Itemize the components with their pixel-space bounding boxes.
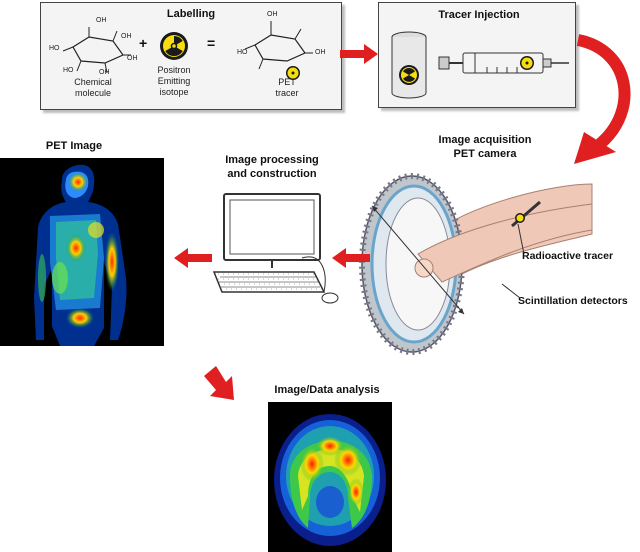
processing-title-line1: Image processing <box>225 154 319 166</box>
equals-sign: = <box>207 35 216 51</box>
radioactive-tracer-label: Radioactive tracer <box>522 250 614 262</box>
arrow-to-processing <box>332 248 370 268</box>
injection-panel: Tracer Injection <box>378 2 576 108</box>
pet-scanner-ring <box>359 173 593 355</box>
arrow-to-pet-image <box>174 248 212 268</box>
syringe-icon <box>438 52 569 74</box>
injection-title: Tracer Injection <box>438 9 520 21</box>
analysis-title: Image/Data analysis <box>274 384 380 396</box>
tracer-caption: PET tracer <box>275 77 299 98</box>
acquisition-title-line2: PET camera <box>453 148 517 160</box>
oh-label: OH <box>99 69 110 76</box>
brain-pet-image <box>268 402 392 552</box>
ho-label: HO <box>63 67 74 74</box>
oh-label: OH <box>127 55 138 62</box>
acquisition-title-line1: Image acquisition <box>438 134 532 146</box>
plus-sign: + <box>139 35 148 51</box>
processing-title-line2: and construction <box>227 168 317 180</box>
molecule-caption: Chemical molecule <box>74 77 112 98</box>
ho-label: HO <box>49 45 60 52</box>
pet-scan-image <box>0 158 164 346</box>
ho-label: HO <box>237 49 248 56</box>
arrow-to-injection <box>340 44 378 64</box>
labelling-title: Labelling <box>166 8 216 20</box>
pet-image-title: PET Image <box>45 140 103 152</box>
arrow-to-analysis <box>204 366 234 400</box>
oh-label: OH <box>121 33 132 40</box>
pet-tracer-molecule-icon <box>244 21 313 80</box>
oh-label: OH <box>96 17 107 24</box>
oh-label: OH <box>267 11 278 18</box>
vial-icon <box>391 31 427 99</box>
computer-icon <box>212 193 339 304</box>
curved-arrow-to-acquisition <box>574 34 631 164</box>
labelling-panel: Labelling OH OH HO HO OH OH Chemical mol… <box>40 2 342 110</box>
oh-label: OH <box>315 49 326 56</box>
isotope-caption: Positron Emitting isotope <box>157 65 191 97</box>
radiation-icon <box>160 32 188 60</box>
scintillation-detectors-label: Scintillation detectors <box>518 295 628 307</box>
chemical-molecule-icon <box>62 27 131 74</box>
